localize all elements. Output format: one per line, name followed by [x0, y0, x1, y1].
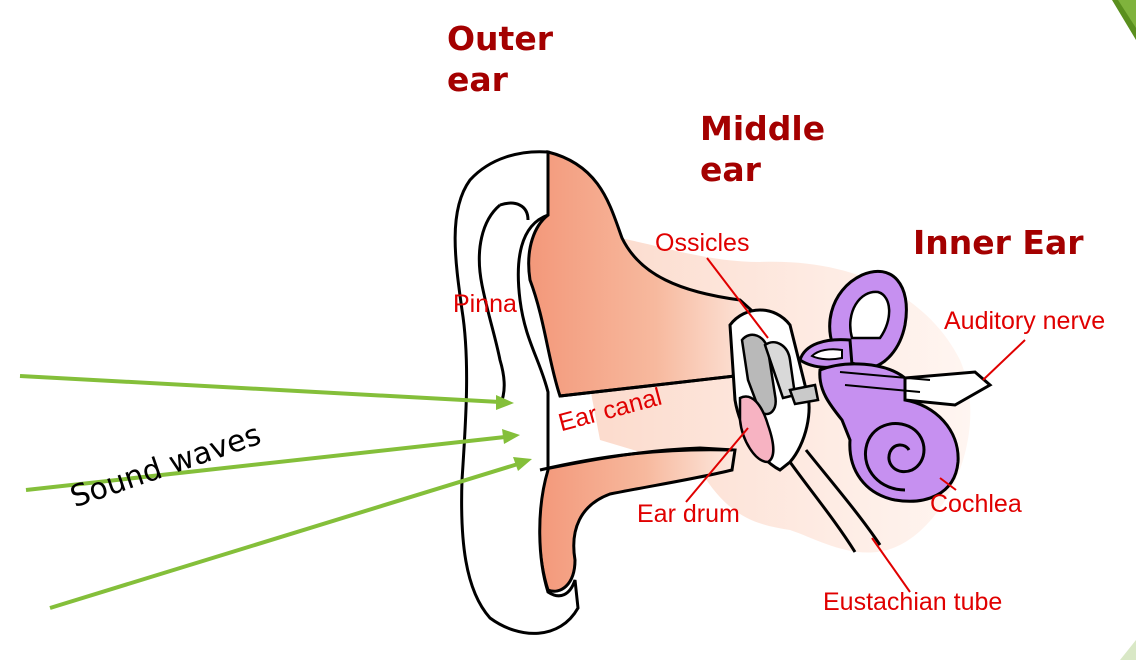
cochlea-spiral [863, 422, 926, 492]
semicircular-canals [798, 269, 908, 370]
cochlea-label: Cochlea [930, 490, 1022, 518]
cochlea [818, 362, 960, 503]
vestibule-lines [839, 371, 931, 393]
ear-drum [738, 395, 775, 464]
pinna [453, 150, 580, 635]
inner-ear-label: Inner Ear [913, 223, 1084, 262]
leader-lines [685, 257, 1026, 593]
auditory-nerve [903, 370, 993, 407]
slide-corner-accent-icon [1112, 0, 1136, 660]
middle-ear-label: Middle ear [700, 109, 826, 190]
auditory-nerve-label: Auditory nerve [944, 307, 1106, 335]
pinna-label: Pinna [453, 290, 517, 318]
ear-canal-wall [539, 374, 736, 472]
ossicles-label: Ossicles [655, 229, 750, 257]
pinna-fold [477, 201, 530, 406]
outer-ear-label: Outer ear [447, 19, 553, 100]
sound-wave-arrow-icon [19, 374, 532, 610]
eustachian-tube [788, 449, 882, 553]
ossicles [740, 333, 820, 416]
ear-drum-label: Ear drum [637, 500, 740, 528]
eustachian-tube-label: Eustachian tube [823, 588, 1003, 616]
